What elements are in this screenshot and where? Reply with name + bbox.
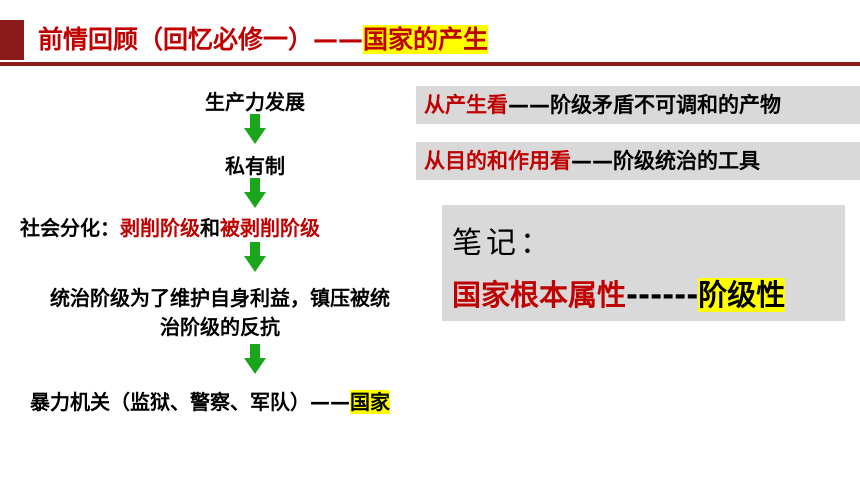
flow-step-productivity: 生产力发展 xyxy=(205,90,305,114)
origin-text: ——阶级矛盾不可调和的产物 xyxy=(508,93,781,117)
purpose-label: 从目的和作用看 xyxy=(424,149,571,173)
flow-step-suppression: 统治阶级为了维护自身利益，镇压被统 治阶级的反抗 xyxy=(10,282,430,340)
title-accent-bar xyxy=(0,20,24,60)
page-title: 前情回顾（回忆必修一）——国家的产生 xyxy=(38,20,489,60)
social-division-prefix: 社会分化： xyxy=(20,216,120,240)
note-class-nature: 阶级性 xyxy=(698,278,786,312)
flow-step-social-division: 社会分化：剥削阶级和被剥削阶级 xyxy=(20,212,410,241)
violent-organs-prefix: 暴力机关（监狱、警察、军队）—— xyxy=(30,390,350,414)
arrow-down-icon xyxy=(244,344,266,374)
social-division-and: 和 xyxy=(200,216,220,240)
arrow-down-icon xyxy=(244,242,266,272)
note-title: 笔记： xyxy=(452,226,554,261)
state-highlight: 国家 xyxy=(350,390,390,414)
note-dash: ------ xyxy=(626,278,699,312)
info-box-origin: 从产生看——阶级矛盾不可调和的产物 xyxy=(416,86,860,124)
origin-label: 从产生看 xyxy=(424,93,508,117)
exploited-class: 被剥削阶级 xyxy=(220,216,320,240)
flow-step-violent-organs: 暴力机关（监狱、警察、军队）——国家 xyxy=(30,386,490,415)
suppression-line-1: 统治阶级为了维护自身利益，镇压被统 xyxy=(50,286,390,310)
info-box-purpose: 从目的和作用看——阶级统治的工具 xyxy=(416,142,860,180)
arrow-down-icon xyxy=(244,178,266,208)
purpose-text: ——阶级统治的工具 xyxy=(571,149,760,173)
arrow-down-icon xyxy=(244,114,266,144)
suppression-line-2: 治阶级的反抗 xyxy=(160,315,280,339)
flow-step-private-ownership: 私有制 xyxy=(225,154,285,178)
note-text: 国家根本属性------阶级性 xyxy=(452,275,786,315)
title-highlight: 国家的产生 xyxy=(363,25,489,54)
title-divider xyxy=(0,62,860,66)
title-prefix: 前情回顾（回忆必修一）—— xyxy=(38,25,364,54)
note-fundamental-attribute: 国家根本属性 xyxy=(452,278,627,312)
exploiting-class: 剥削阶级 xyxy=(120,216,200,240)
